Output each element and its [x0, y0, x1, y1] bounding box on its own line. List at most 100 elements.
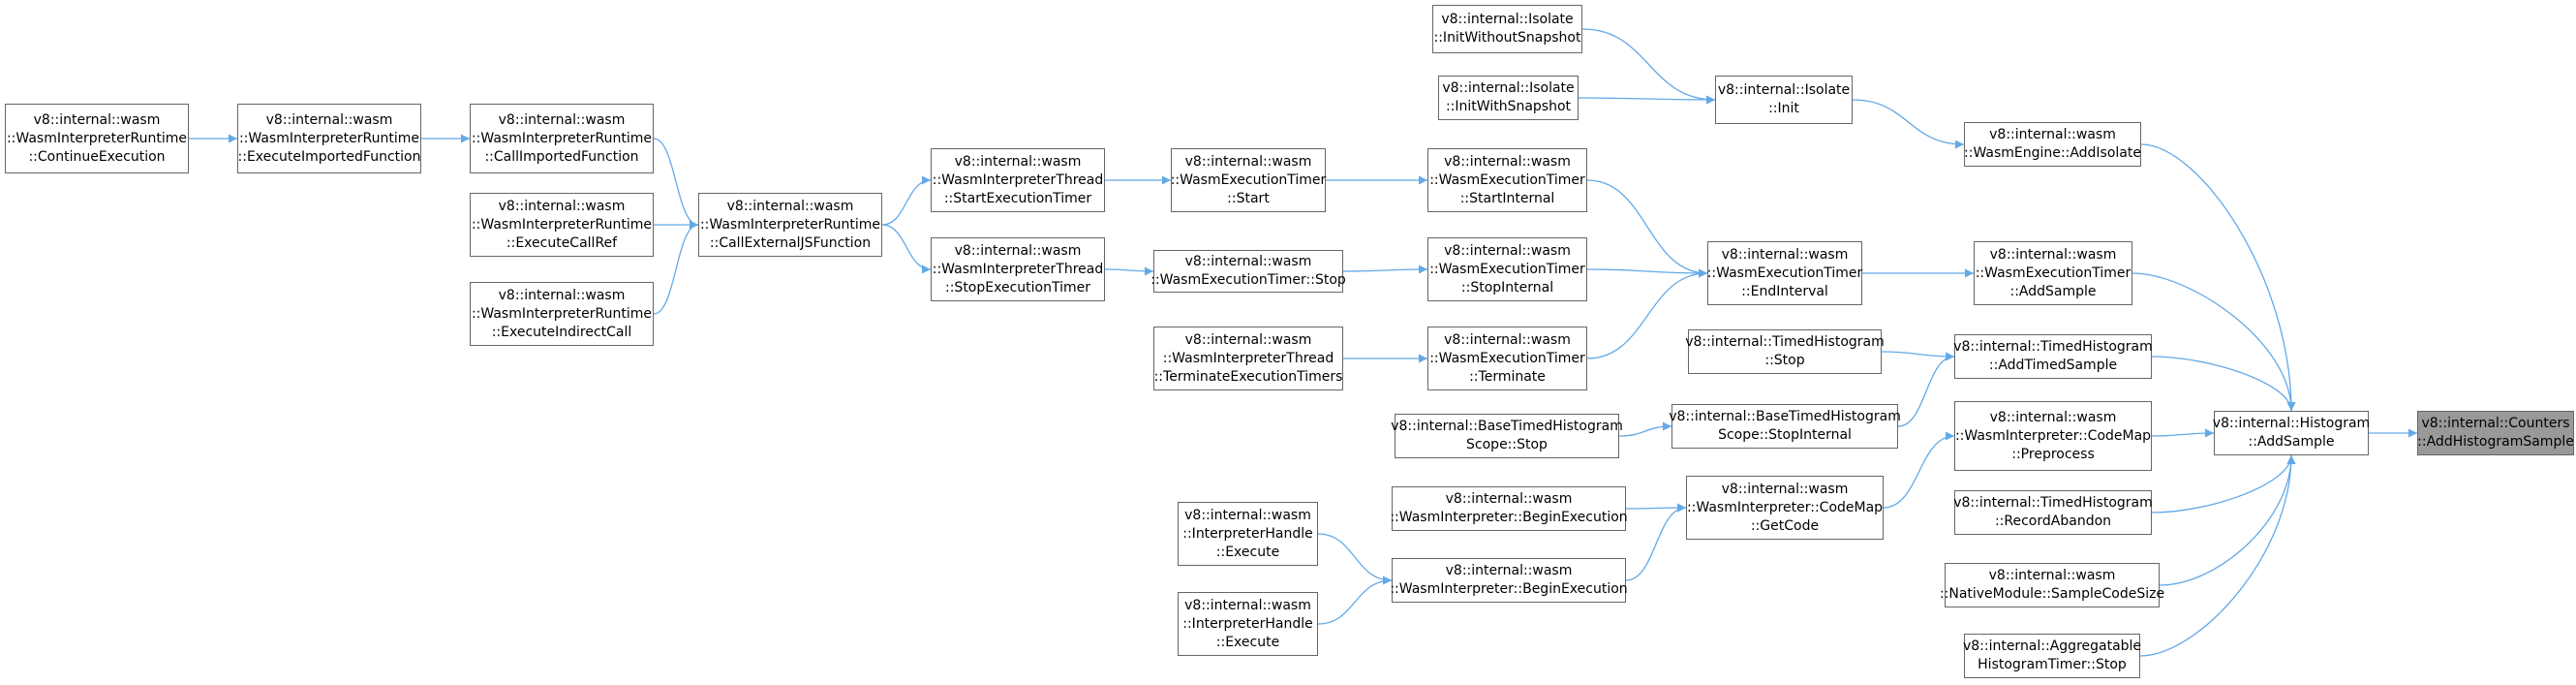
node-label-line: ::StopInternal [1460, 279, 1554, 296]
node-label-line: ::WasmInterpreterRuntime [471, 216, 653, 233]
edge-samplecodesize-to-histaddsample [2159, 454, 2296, 586]
node-label-line: ::WasmExecutionTimer [1170, 171, 1327, 188]
node-label-line: v8::internal::wasm [1721, 481, 1849, 497]
node-thstop[interactable]: v8::internal::wasm::WasmInterpreterThrea… [931, 237, 1105, 301]
node-label-line: ::ExecuteImportedFunction [237, 148, 421, 165]
node-label-line: Scope::StopInternal [1718, 427, 1852, 443]
node-label-line: ::Execute [1215, 634, 1280, 650]
edge-interp2-to-getcode [1625, 503, 1687, 581]
node-terminate[interactable]: v8::internal::wasm::WasmExecutionTimer::… [1427, 327, 1587, 390]
node-label-line: ::WasmInterpreterRuntime [471, 305, 653, 322]
node-label-line: ::AddSample [2248, 434, 2335, 450]
node-label-line: ::ContinueExecution [28, 148, 166, 165]
node-label-line: ::AddTimedSample [1988, 358, 2118, 373]
node-addtimedsample[interactable]: v8::internal::TimedHistogram::AddTimedSa… [1953, 334, 2153, 379]
node-label-line: v8::internal::wasm [1721, 246, 1849, 263]
node-samplecodesize[interactable]: v8::internal::wasm::NativeModule::Sample… [1940, 563, 2164, 607]
node-label-line: v8::internal::wasm [1989, 127, 2116, 142]
node-label-line: ::WasmInterpreterThread [932, 261, 1104, 277]
node-histaddsample[interactable]: v8::internal::Histogram::AddSample [2212, 411, 2371, 455]
edge-preprocess-to-histaddsample [2151, 428, 2215, 438]
node-label-line: ::Init [1768, 101, 1799, 116]
edge-addtimedsample-to-histaddsample [2151, 356, 2296, 412]
node-isoinit[interactable]: v8::internal::Isolate::Init [1715, 76, 1853, 124]
node-label-line: v8::internal::wasm [726, 198, 854, 214]
node-label-line: ::Terminate [1469, 368, 1546, 385]
node-callexternal[interactable]: v8::internal::wasm::WasmInterpreterRunti… [698, 193, 882, 257]
node-label-line: v8::internal::wasm [1988, 568, 2116, 583]
node-handle1[interactable]: v8::internal::wasm::InterpreterHandle::E… [1178, 502, 1318, 566]
node-label-line: ::InterpreterHandle [1182, 615, 1313, 632]
node-label-line: ::GetCode [1750, 517, 1820, 534]
node-label-line: v8::internal::TimedHistogram [1953, 339, 2153, 355]
node-label-line: v8::internal::wasm [1184, 153, 1312, 170]
node-label-line: ::WasmExecutionTimer [1429, 261, 1585, 277]
node-label-line: v8::internal::wasm [954, 242, 1082, 259]
node-label-line: v8::internal::wasm [1445, 491, 1573, 507]
node-label-line: ::ExecuteCallRef [506, 234, 618, 251]
node-interp1[interactable]: v8::internal::wasm::WasmInterpreter::Beg… [1390, 486, 1628, 531]
edge-thstop-to-timerstop [1104, 266, 1154, 276]
edge-btscopestop-to-btstopinternal [1618, 421, 1672, 437]
node-label-line: ::WasmInterpreterRuntime [471, 130, 653, 146]
node-thstophist[interactable]: v8::internal::TimedHistogram::Stop [1685, 329, 1885, 374]
node-label-line: v8::internal::wasm [498, 111, 626, 128]
node-handle2[interactable]: v8::internal::wasm::InterpreterHandle::E… [1178, 592, 1318, 656]
node-label-line: v8::internal::Isolate [1442, 80, 1575, 96]
node-label-line: v8::internal::Counters [2421, 416, 2570, 431]
node-counters: v8::internal::Counters::AddHistogramSamp… [2417, 411, 2574, 455]
node-label-line: ::AddSample [2009, 283, 2097, 299]
node-label-line: v8::internal::wasm [1184, 254, 1312, 269]
edge-timerstop-to-stopinternal [1342, 265, 1428, 274]
node-label-line: v8::internal::wasm [1184, 331, 1312, 348]
node-stopinternal[interactable]: v8::internal::wasm::WasmExecutionTimer::… [1427, 237, 1587, 301]
node-continue[interactable]: v8::internal::wasm::WasmInterpreterRunti… [5, 104, 189, 173]
node-interp2[interactable]: v8::internal::wasm::WasmInterpreter::Beg… [1390, 558, 1628, 603]
edge-callimported-to-callexternal [653, 138, 699, 230]
edge-recordabandon-to-histaddsample [2151, 454, 2296, 514]
edge-isoinitnosnap-to-isoinit [1581, 28, 1716, 105]
edge-aggstop-to-histaddsample [2139, 454, 2296, 657]
node-label-line: ::Stop [1764, 353, 1805, 368]
edge-terminate-to-endinterval [1586, 268, 1708, 359]
node-label-line: HistogramTimer::Stop [1978, 657, 2127, 672]
node-timeraddsample[interactable]: v8::internal::wasm::WasmExecutionTimer::… [1974, 241, 2132, 305]
node-label-line: ::InterpreterHandle [1182, 525, 1313, 542]
edge-stopinternal-to-endinterval [1586, 268, 1708, 278]
node-endinterval[interactable]: v8::internal::wasm::WasmExecutionTimer::… [1707, 241, 1862, 305]
node-callimported[interactable]: v8::internal::wasm::WasmInterpreterRunti… [470, 104, 654, 173]
node-timerstop[interactable]: v8::internal::wasm::WasmExecutionTimer::… [1150, 250, 1346, 293]
node-label-line: v8::internal::wasm [1184, 597, 1311, 613]
node-label-line: ::WasmExecutionTimer [1706, 265, 1863, 281]
edge-callexternal-to-thstop [881, 224, 932, 274]
node-addisolate[interactable]: v8::internal::wasm::WasmEngine::AddIsola… [1964, 122, 2141, 167]
node-isoinitsnap[interactable]: v8::internal::Isolate::InitWithSnapshot [1438, 76, 1579, 120]
node-getcode[interactable]: v8::internal::wasm::WasmInterpreter::Cod… [1686, 476, 1884, 540]
node-label-line: v8::internal::wasm [498, 198, 626, 214]
node-label-line: ::InitWithoutSnapshot [1433, 30, 1581, 46]
node-label-line: v8::internal::Histogram [2212, 416, 2371, 431]
node-isoinitnosnap[interactable]: v8::internal::Isolate::InitWithoutSnapsh… [1432, 5, 1582, 53]
node-label-line: ::WasmInterpreterThread [932, 171, 1104, 188]
node-label-line: ::WasmInterpreter::BeginExecution [1390, 581, 1628, 597]
node-label-line: v8::internal::Isolate [1717, 82, 1851, 98]
node-thterminate[interactable]: v8::internal::wasm::WasmInterpreterThrea… [1153, 327, 1343, 390]
node-startinternal[interactable]: v8::internal::wasm::WasmExecutionTimer::… [1427, 148, 1587, 212]
node-execimported[interactable]: v8::internal::wasm::WasmInterpreterRunti… [237, 104, 421, 173]
node-execindirect[interactable]: v8::internal::wasm::WasmInterpreterRunti… [470, 282, 654, 346]
node-thstart[interactable]: v8::internal::wasm::WasmInterpreterThrea… [931, 148, 1105, 212]
node-preprocess[interactable]: v8::internal::wasm::WasmInterpreter::Cod… [1954, 401, 2152, 471]
node-label-line: ::WasmExecutionTimer [1429, 350, 1585, 366]
node-label-line: ::StartInternal [1459, 190, 1555, 206]
node-execcallref[interactable]: v8::internal::wasm::WasmInterpreterRunti… [470, 193, 654, 257]
node-label-line: v8::internal::wasm [1444, 242, 1571, 259]
node-label-line: ::CallImportedFunction [484, 148, 639, 165]
node-timerstart[interactable]: v8::internal::wasm::WasmExecutionTimer::… [1171, 148, 1326, 212]
node-label-line: ::TerminateExecutionTimers [1153, 368, 1343, 385]
node-label-line: v8::internal::wasm [1184, 507, 1311, 523]
node-recordabandon[interactable]: v8::internal::TimedHistogram::RecordAban… [1953, 490, 2153, 535]
